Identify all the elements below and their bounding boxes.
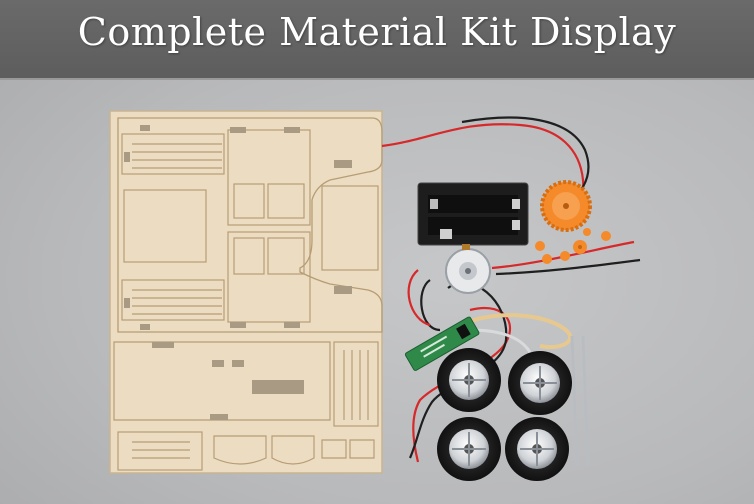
gears (535, 180, 611, 264)
circuit-board (404, 316, 480, 371)
wires (381, 116, 641, 463)
wheels (437, 348, 572, 481)
battery-holder (417, 182, 529, 246)
banner-title: Complete Material Kit Display (77, 10, 677, 54)
title-banner: Complete Material Kit Display (0, 0, 754, 80)
motor (445, 244, 491, 294)
axles (570, 335, 590, 467)
wooden-panel (109, 110, 383, 474)
rubber-band (467, 313, 572, 349)
